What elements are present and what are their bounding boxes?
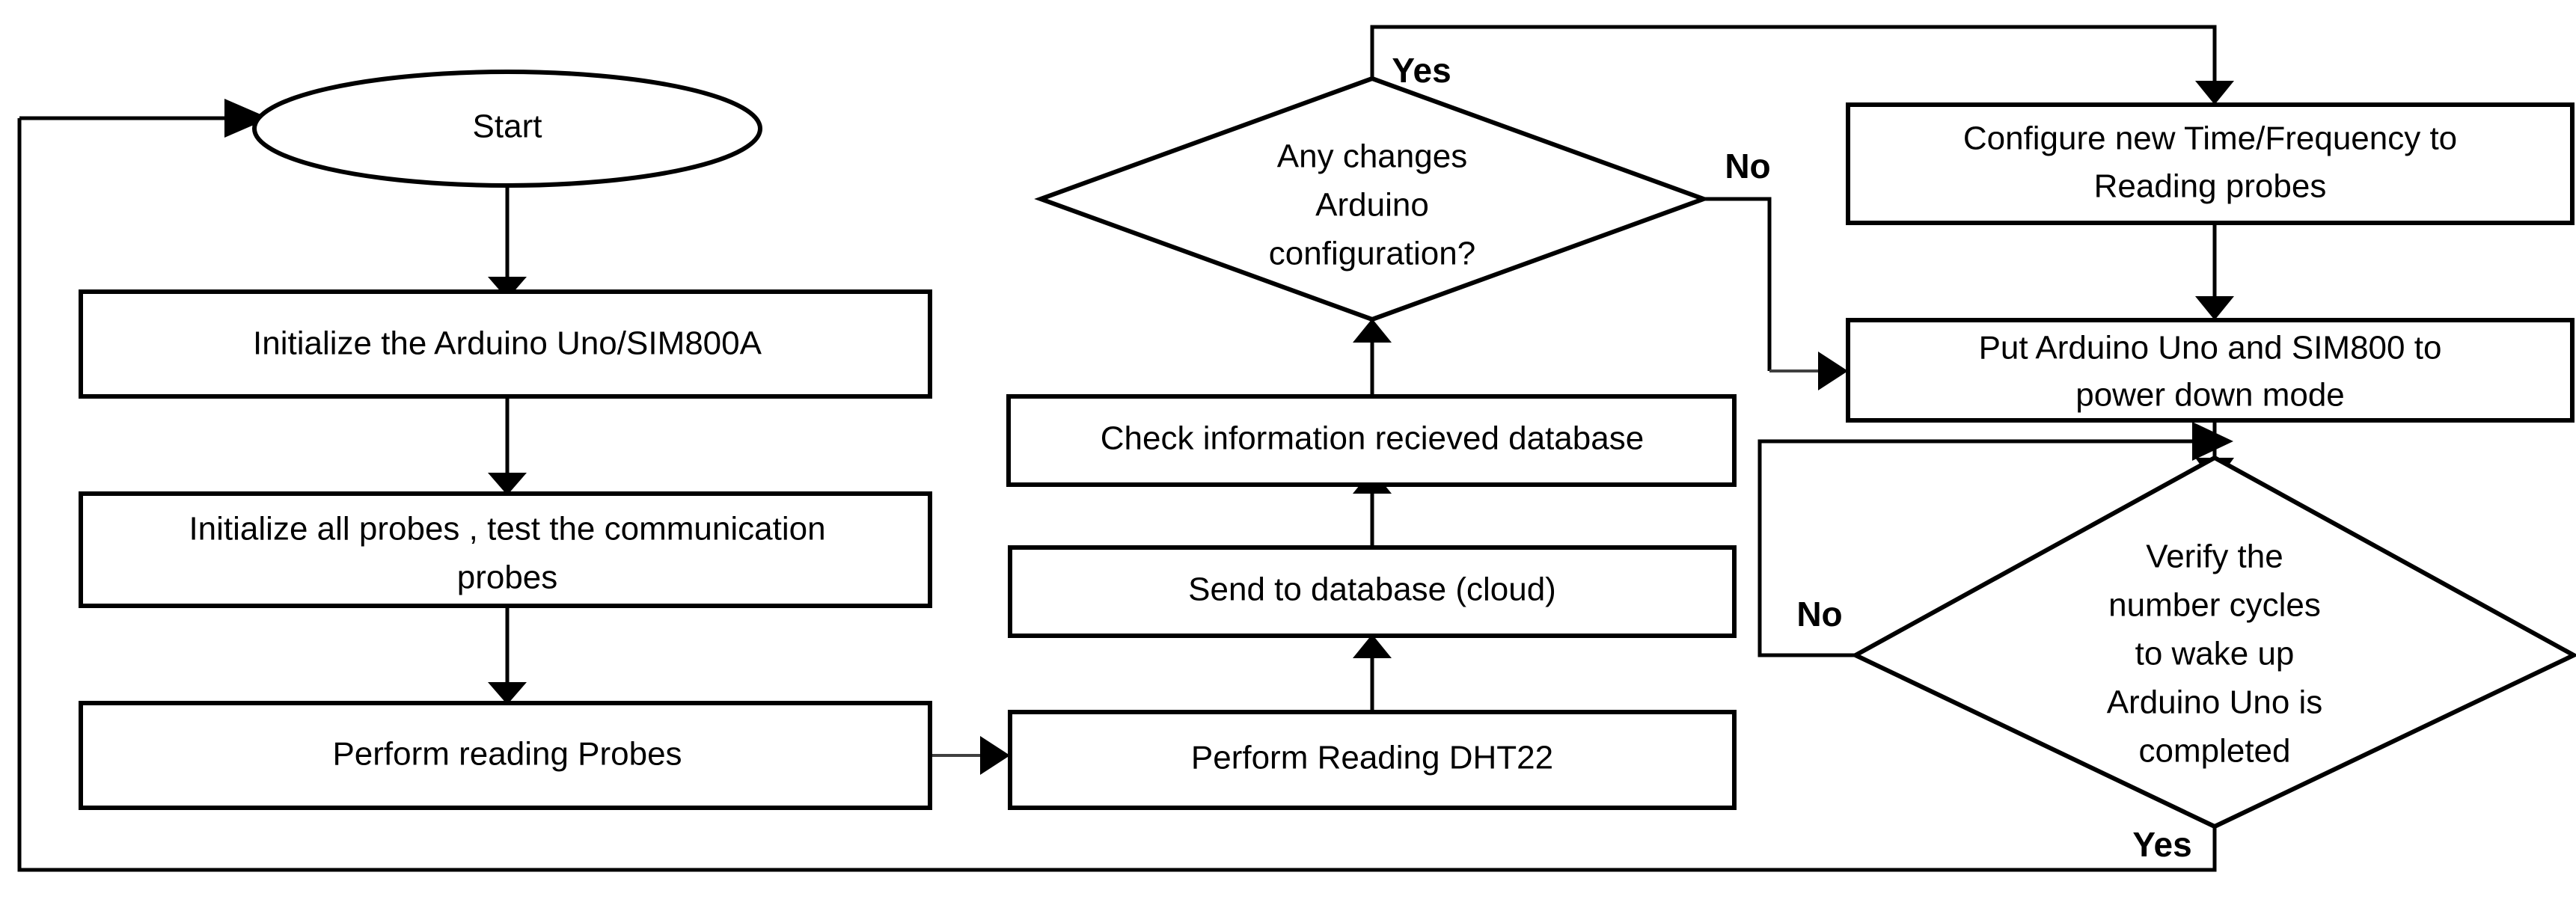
node-power-down-line1: Put Arduino Uno and SIM800 to <box>1979 330 2442 366</box>
arrowhead-any-changes <box>1353 319 1392 343</box>
arrowhead-configure-new <box>2195 81 2234 105</box>
arrowhead-init-probes <box>488 473 527 495</box>
node-check-information[interactable] <box>1006 394 1737 487</box>
node-power-down[interactable] <box>1846 318 2575 423</box>
edge-init-board-to-init-probes <box>488 396 527 495</box>
arrowhead-power-down-left <box>1818 352 1848 390</box>
edge-init-probes-to-perform-probes <box>488 606 527 705</box>
branch-label-verify-no: No <box>1796 595 1842 634</box>
arrowhead-init-board <box>488 277 527 299</box>
arrowhead-to-start <box>224 99 269 138</box>
node-any-changes-line3: configuration? <box>1269 236 1475 272</box>
edge-verify-yes-to-start <box>17 99 2217 872</box>
branch-label-any-changes-no: No <box>1725 147 1770 185</box>
node-start-label: Start <box>473 108 542 145</box>
arrowhead-verify-loop <box>2192 422 2233 461</box>
node-verify-cycles-line5: completed <box>2138 733 2290 770</box>
edge-dht22-to-send-db <box>1353 634 1392 712</box>
node-verify-cycles-line2: number cycles <box>2108 587 2321 624</box>
edge-check-info-to-any-changes <box>1353 319 1392 395</box>
branch-label-verify-yes: Yes <box>2132 825 2191 864</box>
node-verify-cycles-decision[interactable] <box>1850 455 2576 829</box>
edge-configure-to-power-down <box>2195 223 2234 320</box>
arrowhead-perform-probes <box>488 682 527 705</box>
edge-start-to-init-board <box>488 185 527 299</box>
node-init-probes-label-line2: probes <box>457 559 558 596</box>
node-verify-cycles-line3: to wake up <box>2135 636 2295 672</box>
edge-any-changes-no <box>1704 197 1848 390</box>
branch-label-any-changes-yes: Yes <box>1392 51 1451 90</box>
node-perform-reading-dht22-label: Perform Reading DHT22 <box>1191 740 1553 776</box>
node-init-probes-label-line1: Initialize all probes , test the communi… <box>189 511 825 547</box>
edge-perform-probes-to-dht22 <box>930 736 1010 775</box>
node-perform-reading-dht22[interactable] <box>1008 710 1737 810</box>
edge-verify-no-loop <box>1757 422 2233 657</box>
edge-any-changes-yes <box>1370 25 2234 105</box>
node-configure-new-line1: Configure new Time/Frequency to <box>1963 120 2457 157</box>
node-any-changes-line1: Any changes <box>1277 138 1467 175</box>
node-configure-new-line2: Reading probes <box>2094 168 2327 205</box>
node-power-down-line2: power down mode <box>2075 377 2345 414</box>
node-send-to-database-label: Send to database (cloud) <box>1188 571 1556 608</box>
node-init-board[interactable] <box>79 289 932 399</box>
arrowhead-dht22 <box>980 736 1010 775</box>
node-start[interactable] <box>252 70 762 188</box>
node-verify-cycles-line1: Verify the <box>2146 539 2283 575</box>
node-check-information-label: Check information recieved database <box>1101 420 1644 457</box>
node-init-probes[interactable] <box>79 491 932 608</box>
node-perform-reading-probes-label: Perform reading Probes <box>332 736 682 773</box>
node-perform-reading-probes[interactable] <box>79 701 932 810</box>
node-verify-cycles-line4: Arduino Uno is <box>2107 684 2323 721</box>
arrowhead-send-db <box>1353 634 1392 658</box>
node-any-changes-decision[interactable] <box>1034 76 1710 322</box>
node-configure-new[interactable] <box>1846 102 2575 225</box>
node-send-to-database[interactable] <box>1008 545 1737 638</box>
node-init-board-label: Initialize the Arduino Uno/SIM800A <box>253 325 762 362</box>
arrowhead-power-down-top <box>2195 296 2234 320</box>
node-any-changes-line2: Arduino <box>1315 187 1429 224</box>
